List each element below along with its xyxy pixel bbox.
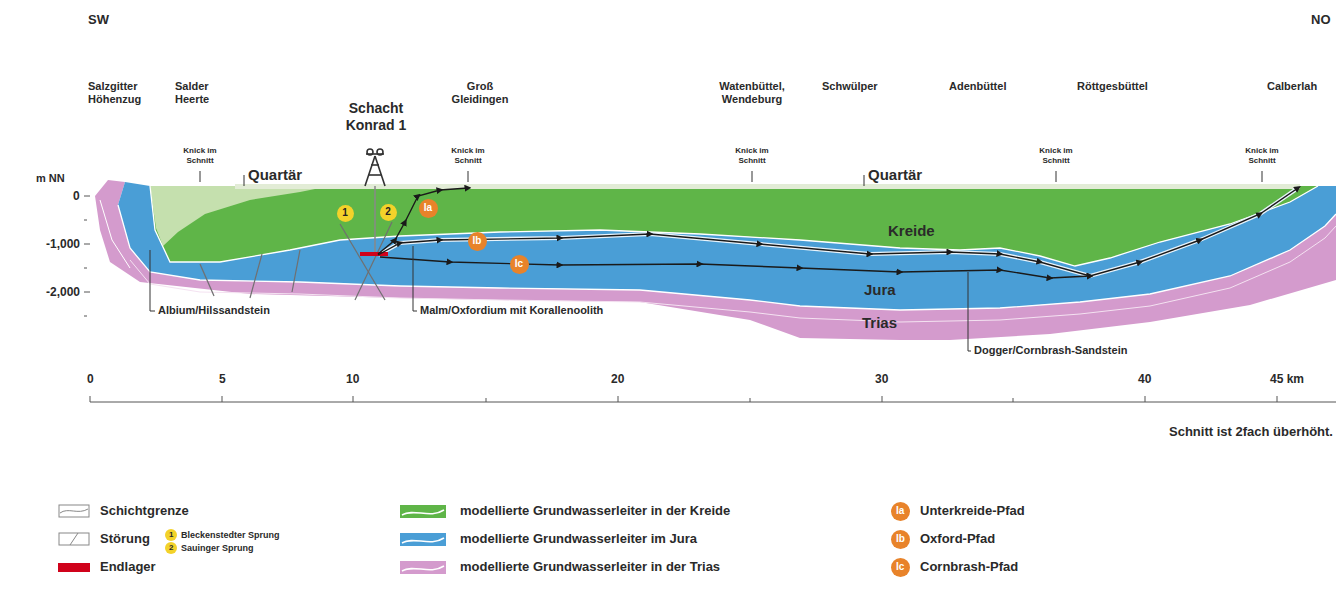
callout-number: 1 xyxy=(342,208,348,218)
callout-number: 2 xyxy=(385,207,391,217)
swatch-line xyxy=(400,506,446,519)
unit-name: Malm/Oxfordium mit Korallenoolith xyxy=(420,304,603,317)
kink-note: Knick im Schnitt xyxy=(1242,146,1282,165)
exaggeration-note: Schnitt ist 2fach überhöht. xyxy=(1169,424,1333,440)
flow-path xyxy=(378,188,468,254)
distance-value: 20 xyxy=(611,372,624,386)
callout-number: Ib xyxy=(473,236,482,246)
legend-text: Unterkreide-Pfad xyxy=(920,503,1025,519)
depth-value: -1,000 xyxy=(46,237,80,251)
distance-value: 10 xyxy=(346,372,359,386)
distance-value: 40 xyxy=(1138,372,1151,386)
compass: SW xyxy=(88,12,109,28)
place-name: Adenbüttel xyxy=(949,80,1006,93)
distance-value: 45 km xyxy=(1270,372,1304,386)
path-callout: Ib xyxy=(468,232,487,251)
flow-path xyxy=(378,188,1298,276)
callout-number: Ib xyxy=(896,533,905,545)
fault-callout: 1 xyxy=(337,205,354,222)
place-name: Salzgitter Höhenzug xyxy=(88,80,163,106)
legend-swatch xyxy=(400,505,446,518)
path-callout: Ia xyxy=(419,199,438,218)
legend-swatch xyxy=(400,533,446,546)
oxford-band xyxy=(378,188,1298,276)
callout-number: Ic xyxy=(515,259,523,269)
unit-name: Dogger/Cornbrash-Sandstein xyxy=(974,344,1127,357)
shaft-name: Schacht Konrad 1 xyxy=(336,100,416,134)
legend-text: Sauinger Sprung xyxy=(181,543,254,554)
legend-text: Oxford-Pfad xyxy=(920,531,995,547)
legend-text: Bleckenstedter Sprung xyxy=(181,530,280,541)
layer-name: Kreide xyxy=(888,222,935,240)
legend-text: Endlager xyxy=(100,559,156,575)
flow-path xyxy=(380,257,1090,278)
depth-value: 0 xyxy=(73,189,80,203)
callout-number: Ia xyxy=(896,505,904,517)
place-name: Salder Heerte xyxy=(175,80,235,106)
legend-text: Störung xyxy=(100,531,150,547)
layer-boundary xyxy=(100,200,130,268)
place-name: Schwülper xyxy=(822,80,878,93)
place-name: Calberlah xyxy=(1267,80,1317,93)
place-name: Röttgesbüttel xyxy=(1077,80,1148,93)
layer-name: Quartär xyxy=(868,166,922,184)
layer-name: Trias xyxy=(862,314,897,332)
distance-value: 30 xyxy=(875,372,888,386)
legend-text: Schichtgrenze xyxy=(100,503,189,519)
compass: NO xyxy=(1311,12,1331,28)
place-name: Watenbüttel, Wendeburg xyxy=(707,80,797,106)
axis-unit: m NN xyxy=(36,172,65,185)
layer-name: Jura xyxy=(864,281,896,299)
legend-text: Cornbrash-Pfad xyxy=(920,559,1018,575)
layer-boundary xyxy=(150,186,1318,266)
kink-note: Knick im Schnitt xyxy=(1036,146,1076,165)
fault-callout: 2 xyxy=(380,204,397,221)
distance-value: 5 xyxy=(219,372,226,386)
kink-note: Knick im Schnitt xyxy=(732,146,772,165)
legend-text: modellierte Grundwasserleiter in der Tri… xyxy=(460,559,720,575)
kink-note: Knick im Schnitt xyxy=(448,146,488,165)
fault-sample xyxy=(58,532,92,546)
legend-swatch xyxy=(400,561,446,574)
jura-layer xyxy=(118,182,1336,310)
trias-layer xyxy=(95,180,1336,340)
callout-number: 2 xyxy=(169,543,173,553)
fault-lines xyxy=(200,222,392,300)
kink-ticks xyxy=(200,171,1262,182)
callout-number: 1 xyxy=(169,530,173,540)
albium-layer xyxy=(150,186,330,246)
leader-lines xyxy=(150,175,971,351)
layer-name: Quartär xyxy=(248,166,302,184)
path-callout: Ic xyxy=(510,255,529,274)
unit-name: Albium/Hilssandstein xyxy=(158,304,270,317)
kink-note: Knick im Schnitt xyxy=(180,146,220,165)
headframe xyxy=(365,149,385,186)
place-name: Groß Gleidingen xyxy=(445,80,515,106)
depth-value: -2,000 xyxy=(46,285,80,299)
legend-swatch xyxy=(58,563,90,572)
swatch-line xyxy=(400,534,446,547)
legend-text: modellierte Grundwasserleiter in der Kre… xyxy=(460,503,730,519)
shaft xyxy=(374,186,376,252)
boundary-sample xyxy=(58,504,92,518)
distance-value: 0 xyxy=(87,372,94,386)
callout-number: Ic xyxy=(896,561,904,573)
swatch-line xyxy=(400,562,446,575)
axes xyxy=(84,196,1336,402)
callout-number: Ia xyxy=(424,203,432,213)
legend-text: modellierte Grundwasserleiter im Jura xyxy=(460,531,697,547)
kreide-layer xyxy=(150,186,1318,266)
quartaer-layer xyxy=(235,184,1300,189)
